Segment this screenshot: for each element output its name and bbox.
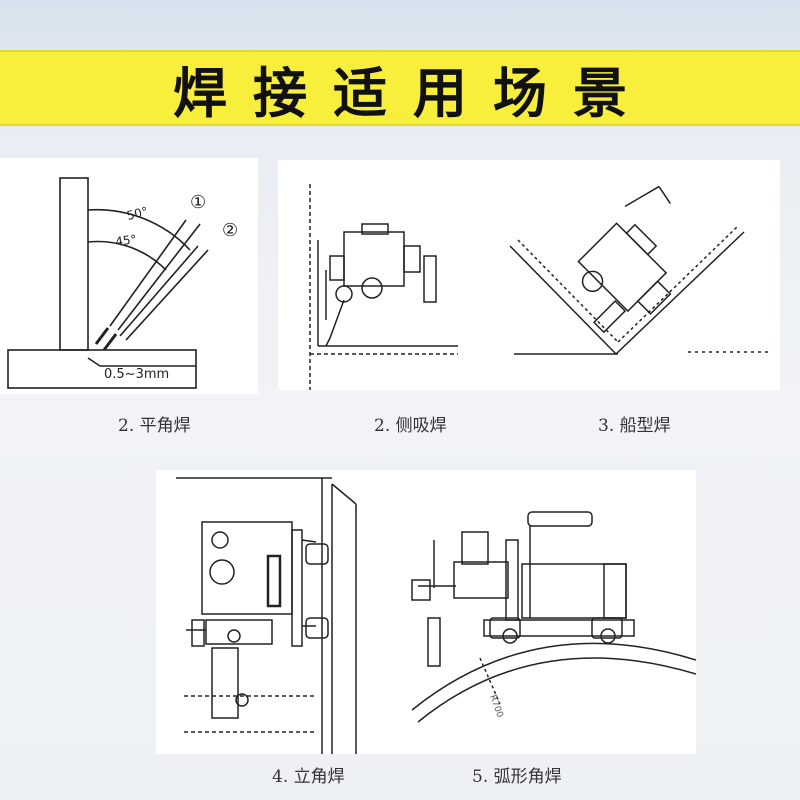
marker-2: ② bbox=[222, 220, 238, 241]
vertical-arc-drawing: R700 bbox=[176, 477, 696, 754]
title-banner: 焊接适用场景 bbox=[0, 50, 800, 126]
caption-flat-fillet: 2. 平角焊 bbox=[118, 416, 191, 436]
vertical-and-arc-diagrams: R700 bbox=[156, 470, 696, 754]
marker-1: ① bbox=[190, 192, 206, 213]
flat-fillet-drawing: 50° 45° ① ② 0.5~3mm bbox=[7, 177, 238, 389]
angle-inner-label: 45° bbox=[114, 232, 137, 249]
caption-vertical-fillet: 4. 立角焊 bbox=[272, 767, 345, 787]
angle-outer-label: 50° bbox=[125, 204, 149, 223]
side-and-boat-diagrams bbox=[278, 160, 780, 390]
flat-fillet-diagram: 50° 45° ① ② 0.5~3mm bbox=[0, 158, 258, 394]
side-boat-drawing bbox=[309, 184, 768, 390]
caption-side-suction: 2. 侧吸焊 bbox=[374, 416, 447, 436]
caption-boat-type: 3. 船型焊 bbox=[598, 416, 671, 436]
arc-radius-label: R700 bbox=[487, 694, 505, 720]
banner-title: 焊接适用场景 bbox=[173, 61, 653, 125]
gap-label: 0.5~3mm bbox=[104, 367, 169, 382]
caption-arc-fillet: 5. 弧形角焊 bbox=[472, 767, 562, 787]
